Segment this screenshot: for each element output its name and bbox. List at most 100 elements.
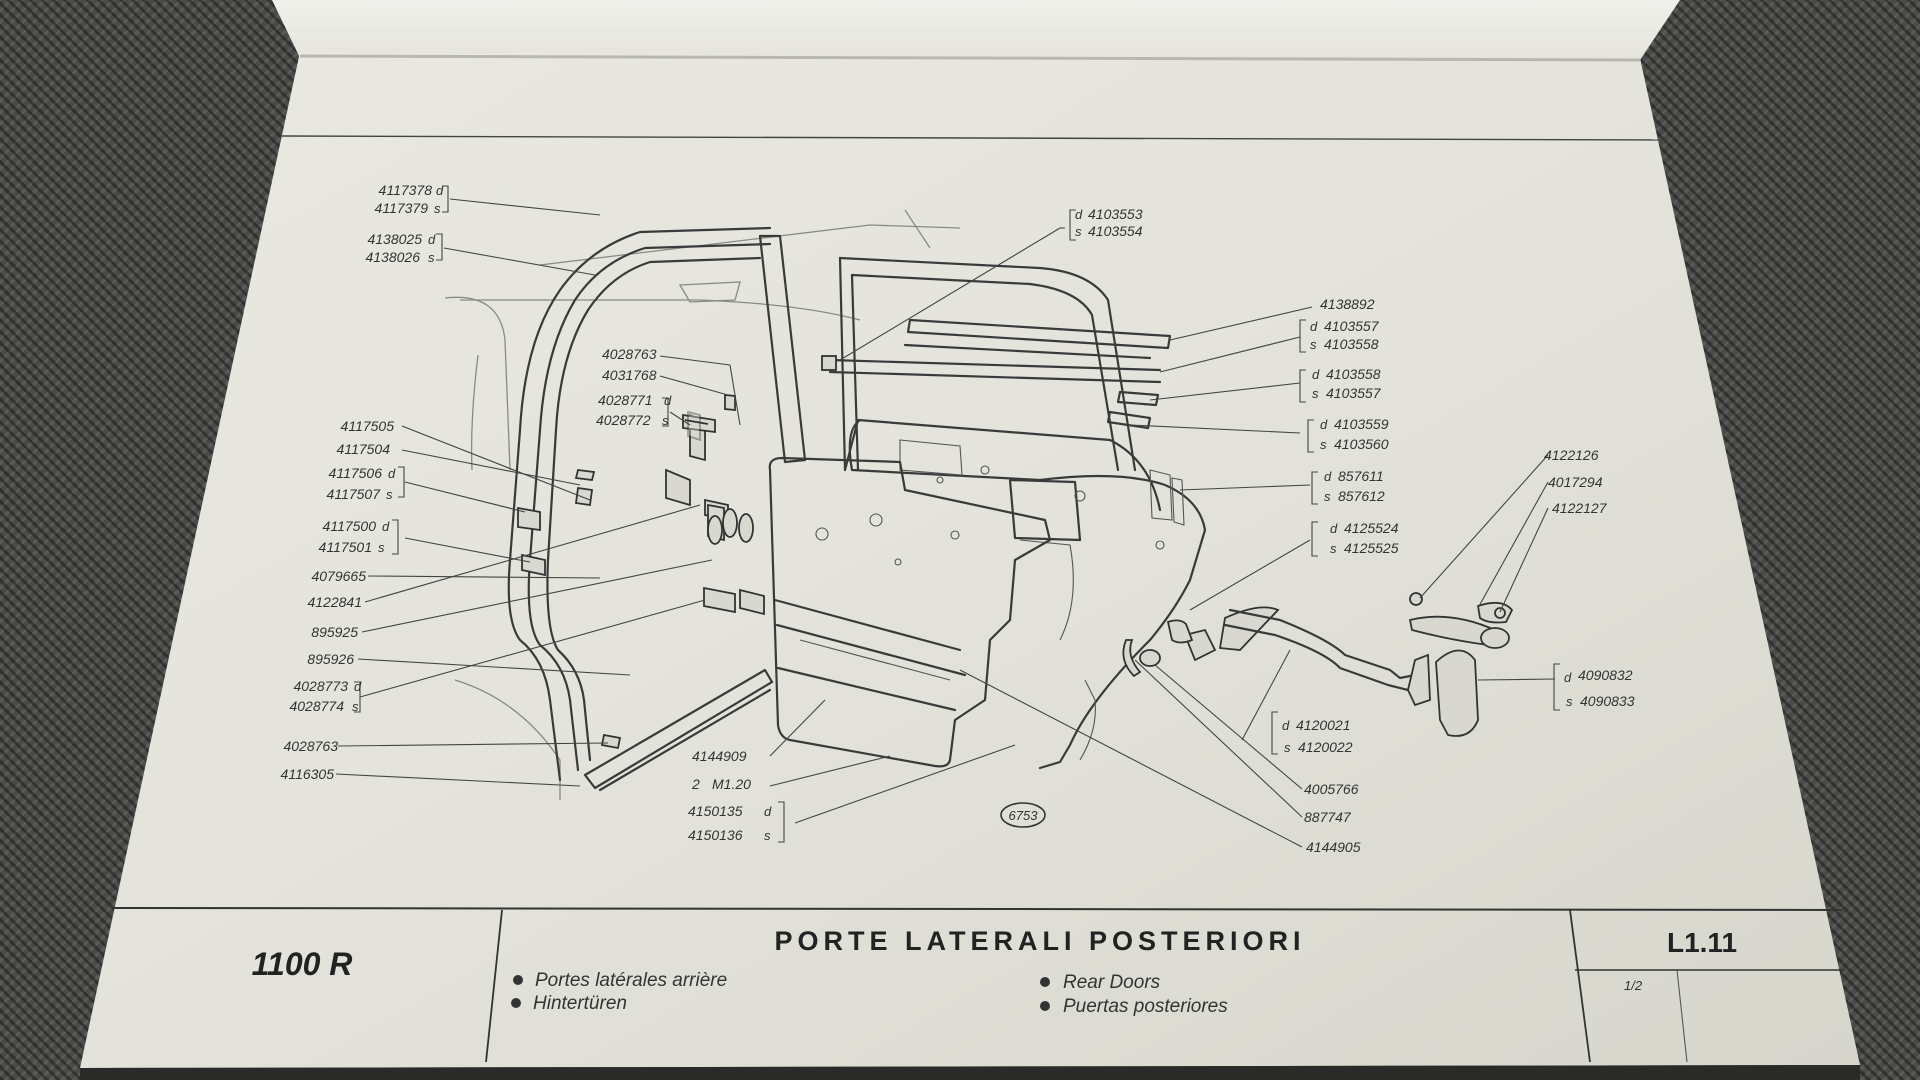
part-number: 4103560 — [1334, 436, 1389, 452]
side-marker: s — [434, 201, 441, 216]
hinge-parts — [517, 394, 765, 750]
part-number: 4103559 — [1334, 416, 1389, 432]
inner-handle-parts — [1408, 592, 1514, 649]
part-number: 4090833 — [1580, 693, 1635, 709]
part-number: 4122127 — [1552, 500, 1608, 516]
part-number: 4120022 — [1298, 739, 1353, 755]
hinge-part-labels: 4028763 4031768 4028771 d 4028772 s — [596, 346, 672, 428]
model-name: 1100 R — [252, 946, 353, 982]
part-number: 4005766 — [1304, 781, 1359, 797]
side-marker: d — [664, 393, 672, 408]
side-marker: d — [1310, 319, 1318, 334]
side-marker: s — [1320, 437, 1327, 452]
part-number: 4122126 — [1544, 447, 1599, 463]
side-marker: d — [1330, 521, 1338, 536]
side-marker: s — [352, 699, 359, 714]
part-number: 4117507 — [327, 486, 382, 502]
part-number: 4150135 — [688, 803, 743, 819]
catalog-code: L1.11 — [1667, 927, 1737, 958]
door-handle-mechanism — [1122, 606, 1479, 737]
part-number: 4031768 — [602, 367, 657, 383]
side-marker: d — [1312, 367, 1320, 382]
part-number: 4116305 — [281, 766, 335, 782]
left-part-labels: 4117378 d 4117379 s 4138025 d 4138026 s … — [281, 182, 444, 782]
part-number: 4028773 — [293, 678, 348, 694]
page-fold — [299, 54, 1641, 62]
side-marker: s — [1312, 386, 1319, 401]
side-marker: s — [1310, 337, 1317, 352]
part-number: 4103553 — [1088, 206, 1143, 222]
part-number: 887747 — [1304, 809, 1352, 825]
part-number: 4117378 — [379, 182, 433, 198]
part-number: 4028763 — [283, 738, 338, 754]
side-marker: s — [1075, 224, 1082, 239]
side-marker: d — [428, 232, 436, 247]
bullet-icon — [511, 998, 521, 1008]
part-number: 4079665 — [311, 568, 366, 584]
part-number: 4103557 — [1324, 318, 1380, 334]
side-brackets — [354, 185, 1560, 843]
side-marker: d — [388, 466, 396, 481]
drawing-ref: 6753 — [1009, 808, 1039, 823]
car-body-outline — [444, 209, 961, 800]
bullet-icon — [1040, 977, 1050, 987]
side-marker: d — [1075, 207, 1083, 222]
part-number: 4103558 — [1324, 336, 1379, 352]
part-number: 4028763 — [602, 346, 657, 362]
title-divider-right — [1569, 909, 1591, 1063]
bullet-icon — [513, 975, 523, 985]
door-inner-shell — [843, 418, 1207, 770]
page-shadow — [80, 1065, 1860, 1080]
part-number: 4103558 — [1326, 366, 1381, 382]
drawing-ref-oval — [1000, 802, 1046, 828]
exploded-door-drawing: 6753 — [335, 185, 1560, 848]
side-marker: d — [764, 804, 772, 819]
window-frame — [821, 256, 1172, 472]
side-marker: s — [1330, 541, 1337, 556]
catalog-page — [80, 52, 1860, 1068]
part-number: 4144905 — [1306, 839, 1361, 855]
page-fraction: 1/2 — [1624, 978, 1643, 993]
side-marker: d — [1282, 718, 1290, 733]
glass-channel — [758, 234, 807, 464]
part-number: 4028771 — [598, 392, 653, 408]
part-number: 895926 — [307, 651, 354, 667]
part-number: 4125525 — [1344, 540, 1399, 556]
facing-page — [272, 0, 1680, 60]
part-number: 4028772 — [596, 412, 651, 428]
translation-fr: Portes latérales arrière — [535, 970, 727, 991]
part-number: 4117379 — [375, 200, 429, 216]
title-top-rule — [111, 907, 1843, 911]
bottom-part-labels: 4144909 2 M1.20 4150135 d 4150136 s — [688, 748, 772, 843]
part-number: 4028774 — [289, 698, 344, 714]
title-divider-left — [485, 909, 503, 1063]
translation-en: Rear Doors — [1063, 972, 1161, 993]
leader-lines — [335, 198, 1556, 848]
part-number: 4103557 — [1326, 385, 1382, 401]
translation-es: Puertas posteriores — [1063, 996, 1228, 1017]
part-number: 4017294 — [1548, 474, 1603, 490]
part-number: 857611 — [1338, 468, 1384, 484]
side-marker: s — [386, 487, 393, 502]
part-number: 4138892 — [1320, 296, 1375, 312]
part-number: 4117505 — [341, 418, 395, 434]
section-title: PORTE LATERALI POSTERIORI — [774, 926, 1305, 956]
side-marker: d — [1324, 469, 1332, 484]
sill-trim — [583, 668, 774, 792]
part-number: 4117504 — [337, 441, 391, 457]
side-marker: s — [662, 413, 669, 428]
title-block: 1100 R PORTE LATERALI POSTERIORI L1.11 1… — [252, 926, 1737, 1017]
part-number: 4144909 — [692, 748, 747, 764]
translation-de: Hintertüren — [533, 993, 627, 1014]
side-marker: s — [764, 828, 771, 843]
part-number: 4125524 — [1344, 520, 1399, 536]
side-marker: s — [428, 250, 435, 265]
side-marker: d — [382, 519, 390, 534]
part-number: 4103554 — [1088, 223, 1143, 239]
part-number: 4138025 — [367, 231, 422, 247]
bullet-icon — [1040, 1001, 1050, 1011]
code-box-divider — [1676, 969, 1688, 1063]
part-number: 4120021 — [1296, 717, 1351, 733]
side-marker: d — [354, 679, 362, 694]
